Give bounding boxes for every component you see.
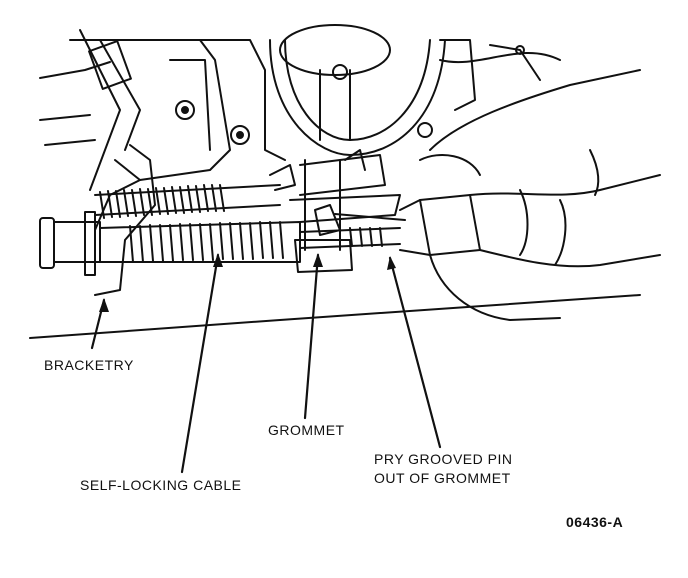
figure-code: 06436-A (566, 514, 624, 530)
throttle-body (269, 24, 561, 156)
engine-housing (39, 29, 286, 296)
self-locking-cable-body (39, 211, 401, 276)
throttle-linkage (269, 149, 401, 273)
leader-pry (388, 256, 442, 449)
label-grommet: GROMMET (268, 422, 345, 438)
leader-lines (90, 253, 442, 474)
leader-grommet (303, 253, 320, 420)
leader-cable (180, 253, 220, 474)
pry-tool (334, 194, 481, 256)
ground-line (29, 294, 641, 339)
label-pry-line1: PRY GROOVED PIN (374, 451, 513, 467)
label-self-locking-cable: SELF-LOCKING CABLE (80, 477, 242, 493)
upper-cable-spring (94, 184, 281, 219)
hand (419, 69, 661, 321)
label-bracketry: BRACKETRY (44, 357, 134, 373)
arrowheads (99, 253, 396, 312)
label-pry-line2: OUT OF GROMMET (374, 470, 511, 486)
